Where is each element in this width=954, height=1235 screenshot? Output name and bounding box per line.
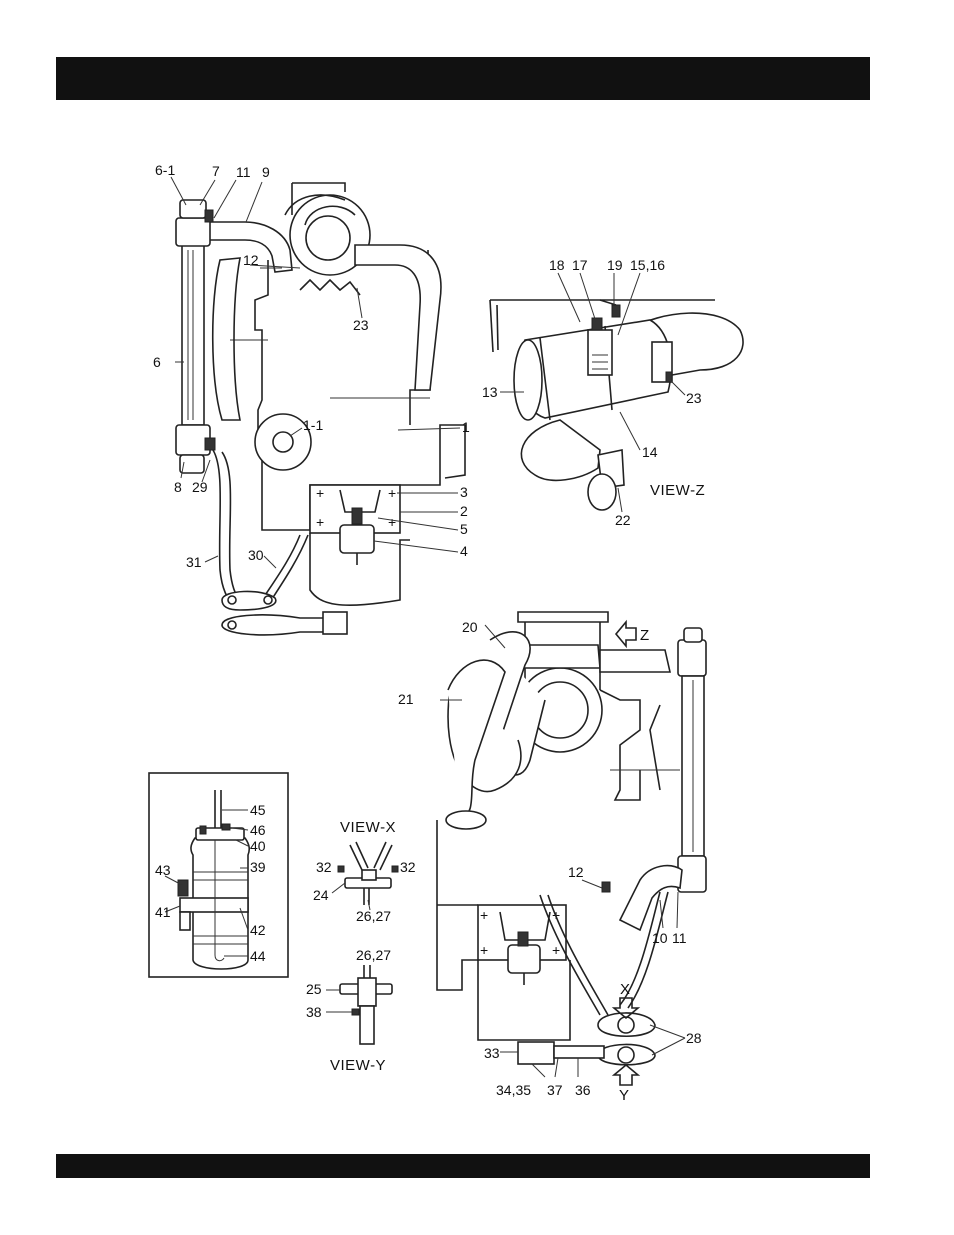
callout-34-35: 34,35 [496, 1082, 531, 1098]
callout-18: 18 [549, 257, 565, 273]
callout-42: 42 [250, 922, 266, 938]
callout-13: 13 [482, 384, 498, 400]
callout-32-left: 32 [316, 859, 332, 875]
svg-text:+: + [316, 485, 324, 501]
callout-29: 29 [192, 479, 208, 495]
callout-7: 7 [212, 163, 220, 179]
callout-24: 24 [313, 887, 329, 903]
callout-40: 40 [250, 838, 266, 854]
view-x-assembly [332, 842, 398, 910]
callout-14: 14 [642, 444, 658, 460]
view-y-assembly [326, 965, 392, 1044]
callout-5: 5 [460, 521, 468, 537]
callout-46: 46 [250, 822, 266, 838]
svg-text:+: + [480, 942, 488, 958]
callout-44: 44 [250, 948, 266, 964]
callout-10: 10 [652, 930, 668, 946]
arrow-z-label: Z [640, 627, 650, 644]
main-engine-assembly: + + + + [171, 177, 465, 635]
svg-text:+: + [480, 907, 488, 923]
callout-2: 2 [460, 503, 468, 519]
callout-43: 43 [155, 862, 171, 878]
callout-23-z: 23 [686, 390, 702, 406]
callout-41: 41 [155, 904, 171, 920]
callout-11-bottom: 11 [672, 930, 687, 946]
callout-28: 28 [686, 1030, 702, 1046]
arrow-y-label: Y [619, 1087, 630, 1104]
callout-23-main: 23 [353, 317, 369, 333]
callout-15-16: 15,16 [630, 257, 665, 273]
callout-33: 33 [484, 1045, 500, 1061]
callout-6-1: 6-1 [155, 162, 175, 178]
callout-8: 8 [174, 479, 182, 495]
arrow-x-label: X [620, 981, 631, 998]
svg-text:+: + [388, 485, 396, 501]
callout-26-27-x: 26,27 [356, 908, 391, 924]
callout-22: 22 [615, 512, 631, 528]
callout-37: 37 [547, 1082, 563, 1098]
view-y-label: VIEW-Y [330, 1057, 386, 1074]
callout-6: 6 [153, 354, 161, 370]
callout-4: 4 [460, 543, 468, 559]
view-z-assembly [490, 273, 743, 512]
callout-31: 31 [186, 554, 202, 570]
svg-text:+: + [316, 514, 324, 530]
svg-text:+: + [388, 514, 396, 530]
callout-26-27-y: 26,27 [356, 947, 391, 963]
callout-19: 19 [607, 257, 623, 273]
callout-20: 20 [462, 619, 478, 635]
callout-39: 39 [250, 859, 266, 875]
callout-30: 30 [248, 547, 264, 563]
callout-12-top: 12 [243, 252, 259, 268]
callout-38: 38 [306, 1004, 322, 1020]
lower-engine-assembly: + + + + [437, 612, 706, 1085]
callout-3: 3 [460, 484, 468, 500]
view-x-label: VIEW-X [340, 819, 396, 836]
callout-25: 25 [306, 981, 322, 997]
callout-1: 1 [462, 419, 470, 435]
callout-1-1: 1-1 [303, 417, 323, 433]
callout-17: 17 [572, 257, 588, 273]
callout-11-top: 11 [236, 164, 251, 180]
callout-21: 21 [398, 691, 414, 707]
callout-12-bottom: 12 [568, 864, 584, 880]
callout-32-right: 32 [400, 859, 416, 875]
view-z-label: VIEW-Z [650, 482, 705, 499]
svg-text:+: + [552, 942, 560, 958]
callout-9: 9 [262, 164, 270, 180]
callout-36: 36 [575, 1082, 591, 1098]
callout-45: 45 [250, 802, 266, 818]
